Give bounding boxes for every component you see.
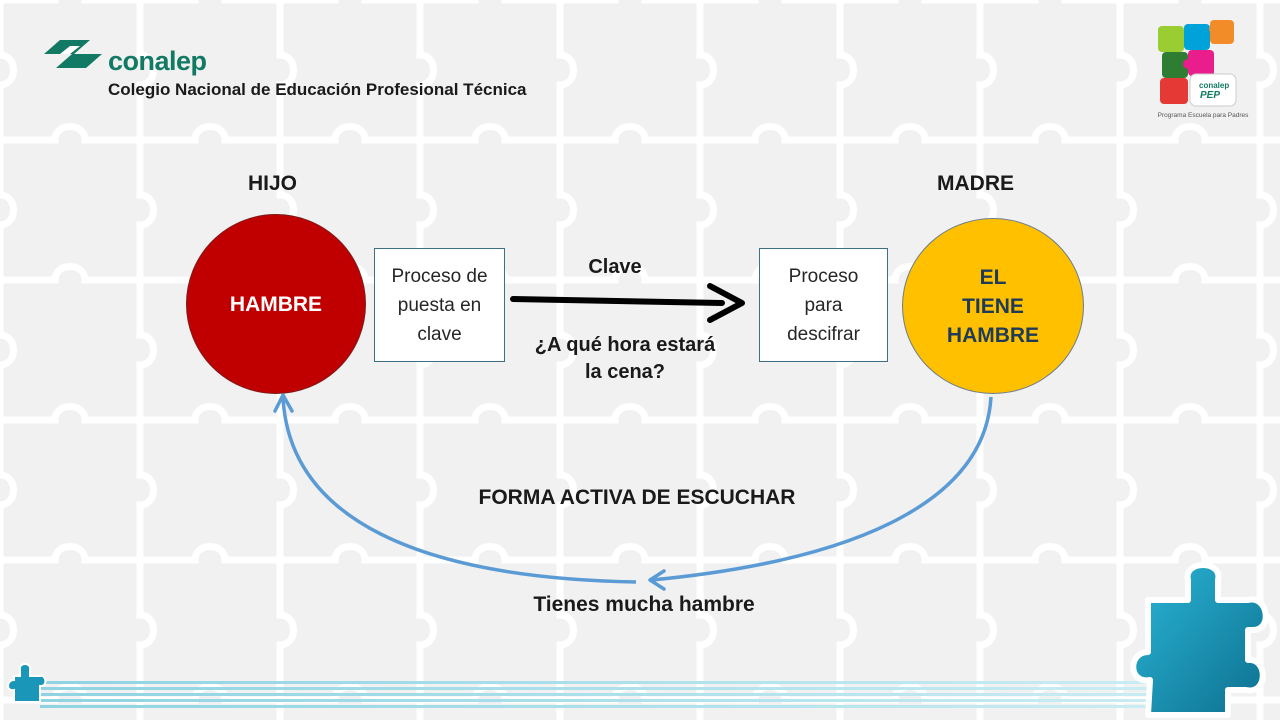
sender-circle-text: HAMBRE — [229, 292, 323, 316]
sender-circle: HAMBRE — [186, 214, 366, 394]
pep-brand: conalep — [1199, 81, 1230, 90]
logo-name: conalep — [108, 46, 207, 76]
receiver-line-3: HAMBRE — [946, 323, 1040, 347]
sender-heading: HIJO — [248, 172, 298, 195]
receiver-circle: EL TIENE HAMBRE — [902, 218, 1084, 394]
encode-line-2: puesta en — [397, 294, 482, 316]
message-line-2: la cena? — [584, 361, 666, 383]
decode-line-1: Proceso — [788, 265, 859, 287]
feedback-arrow — [273, 393, 993, 591]
bottom-stripes — [40, 681, 1150, 708]
small-puzzle-piece-icon — [7, 663, 47, 703]
receiver-line-1: EL — [979, 265, 1007, 289]
message-text: ¿A qué hora estará la cena? — [505, 332, 745, 386]
pep-mark: PEP — [1200, 90, 1221, 101]
encode-line-1: Proceso de — [391, 265, 488, 287]
listening-title: FORMA ACTIVA DE ESCUCHAR — [478, 486, 796, 509]
pep-caption: Programa Escuela para Padres — [1157, 112, 1249, 119]
puzzle-piece-icon — [1130, 562, 1269, 718]
code-label: Clave — [588, 256, 642, 278]
pep-puzzle-logo — [1158, 20, 1237, 107]
encode-line-3: clave — [417, 323, 462, 345]
message-line-1: ¿A qué hora estará — [534, 334, 716, 356]
conalep-logo-icon — [44, 40, 102, 68]
receiver-line-2: TIENE — [962, 294, 1024, 318]
receiver-heading: MADRE — [937, 172, 1014, 195]
message-arrow — [510, 283, 745, 323]
feedback-text: Tienes mucha hambre — [533, 593, 755, 616]
decode-line-3: descifrar — [787, 323, 860, 345]
decode-box: Proceso para descifrar — [759, 248, 888, 362]
logo-subtitle: Colegio Nacional de Educación Profesiona… — [108, 80, 527, 99]
encode-box: Proceso de puesta en clave — [374, 248, 505, 362]
decode-line-2: para — [804, 294, 843, 316]
